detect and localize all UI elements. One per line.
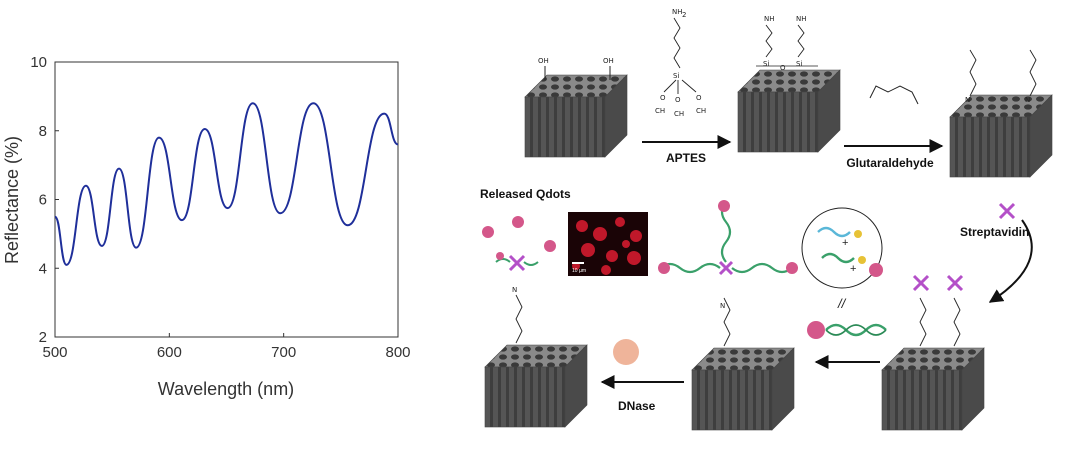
reflectance-chart: 500 600 700 800 2 4 6 8 10 Wavelength (nm) Refl… [0, 0, 420, 460]
o-label: O [675, 96, 681, 104]
y-tick-label: 10 [30, 54, 47, 71]
oh-label: OH [538, 57, 549, 65]
x-tick-label: 500 [42, 344, 67, 361]
si-label: Si [763, 60, 769, 68]
ch3-label: CH [655, 107, 665, 115]
oh-label: OH [603, 57, 614, 65]
aptes-molecule: NH 2 Si O O O CH CH CH [655, 8, 706, 118]
equals-sign: // [837, 296, 847, 311]
n-label: N [1025, 96, 1030, 104]
y-tick-label: 4 [39, 260, 47, 277]
plus-label: + [850, 263, 856, 275]
n-label: N [965, 96, 970, 104]
ch3-label: CH [696, 107, 706, 115]
released-assembly: N [495, 254, 539, 344]
si-label: Si [796, 60, 802, 68]
nh2-label: NH [796, 15, 807, 23]
silane-layer: NH NH Si Si O [756, 15, 818, 72]
nh2-label: NH [672, 8, 683, 16]
scheme-canvas: OH OH NH 2 Si O O O CH CH CH NH NH Si Si [480, 8, 1053, 431]
porous-substrate-streptavidin [881, 347, 985, 431]
o-label: O [696, 94, 702, 102]
streptavidin-arrow [988, 219, 1033, 303]
released-qdots [482, 216, 556, 260]
hydroxyl-groups: OH OH [538, 57, 614, 80]
nh2-label: NH [764, 15, 775, 23]
n-label: N [720, 302, 725, 310]
reflectance-series-line [54, 102, 399, 266]
x-tick-label: 800 [385, 344, 410, 361]
porous-substrate-bare [524, 74, 628, 158]
fluorescence-micrograph: 10 µm [568, 212, 648, 276]
functionalization-scheme: OH OH NH 2 Si O O O CH CH CH NH NH Si Si [430, 0, 1066, 460]
dna-qdot-conjugate [807, 321, 887, 339]
streptavidin-icon [998, 202, 1016, 220]
y-tick-label: 8 [39, 123, 47, 140]
n-label: N [512, 286, 517, 294]
bound-streptavidin [912, 274, 964, 347]
y-tick-label: 2 [39, 329, 47, 346]
glutaraldehyde-molecule [869, 85, 919, 105]
nh2-subscript: 2 [682, 11, 686, 19]
released-qdots-label: Released Qdots [480, 187, 571, 201]
porous-substrate-dna-qdot [691, 347, 795, 431]
x-axis-title: Wavelength (nm) [158, 379, 294, 399]
porous-substrate-aptes [737, 69, 841, 153]
ch3-label: CH [674, 110, 684, 118]
dnase-enzyme-icon [613, 339, 639, 365]
dnase-label: DNase [618, 399, 656, 413]
chart-canvas: 500 600 700 800 2 4 6 8 10 Wavelength (nm) Refl… [2, 54, 411, 399]
reagent-circle: + + [801, 207, 883, 289]
x-tick-label: 600 [157, 344, 182, 361]
o-label: O [780, 64, 786, 72]
glutaraldehyde-label: Glutaraldehyde [846, 156, 934, 170]
dna-qdot-assembly: N [658, 200, 798, 347]
aldehyde-linkers: N N [965, 49, 1037, 104]
scale-bar-label: 10 µm [572, 268, 586, 274]
x-axis-ticks: 500 600 700 800 [42, 333, 411, 361]
y-axis-ticks: 2 4 6 8 10 [30, 54, 59, 346]
porous-substrate-released [484, 344, 588, 428]
plot-area-frame [54, 61, 399, 338]
si-label: Si [673, 72, 679, 80]
x-tick-label: 700 [271, 344, 296, 361]
streptavidin-label: Streptavidin [960, 225, 1029, 239]
porous-substrate-aldehyde [949, 94, 1053, 178]
y-axis-title: Reflectance (%) [2, 136, 22, 264]
o-label: O [660, 94, 666, 102]
y-tick-label: 6 [39, 192, 47, 209]
aptes-label: APTES [666, 151, 706, 165]
plus-label: + [842, 237, 848, 249]
